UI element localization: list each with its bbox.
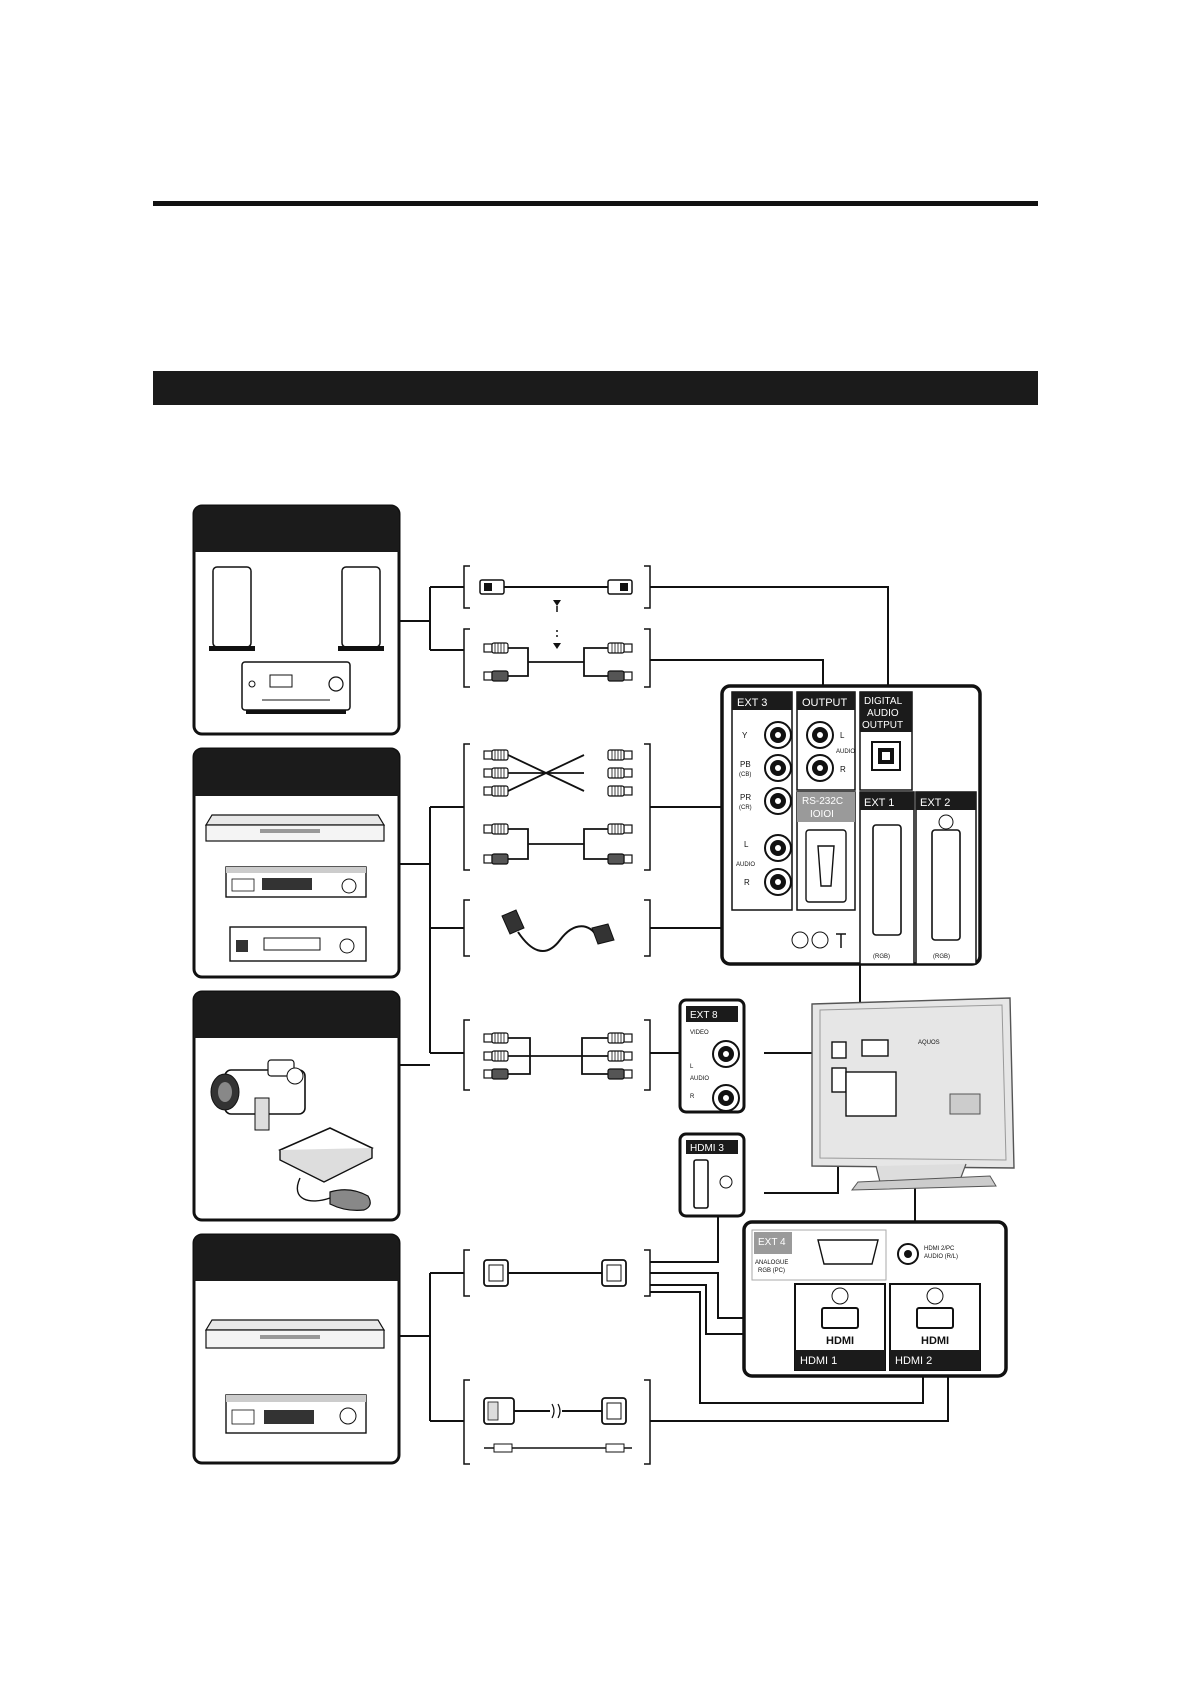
tv-rear-icon: AQUOS (811, 997, 1015, 1191)
composite-cable-icon (483, 1032, 633, 1080)
ext3-r-label: R (744, 878, 750, 887)
cable-brackets (463, 565, 651, 1465)
ext3-audio-label: AUDIO (736, 862, 755, 868)
rear-panel-main: EXT 3 Y PB (CB) PR (CR) L AUDIO R OUTPUT… (720, 684, 982, 966)
pr-label: PR (740, 793, 751, 802)
ext3-l-label: L (744, 840, 749, 849)
ext8-audio-label: AUDIO (690, 1076, 709, 1082)
digital-label-1: DIGITAL (864, 696, 903, 707)
vcr-icon (225, 866, 367, 898)
hdmi3-label: HDMI 3 (690, 1143, 724, 1154)
pb-sub-label: (CB) (739, 772, 751, 778)
dvd-recorder-icon-2 (204, 1319, 386, 1349)
rs232c-label: RS-232C (802, 796, 843, 807)
ext4-label: EXT 4 (758, 1237, 786, 1248)
ext3-label: EXT 3 (737, 697, 767, 709)
scart-cable-icon (501, 909, 615, 952)
component-cable-icon (483, 749, 633, 865)
analogue-label-1: ANALOGUE (755, 1260, 788, 1266)
dvi-hdmi-cable-icon (483, 1397, 632, 1453)
speakers-amplifier-icon (209, 566, 384, 714)
output-l-label: L (840, 731, 845, 740)
device-box-camcorder-game (192, 990, 401, 1222)
digital-label-2: AUDIO (867, 708, 899, 719)
digital-label-3: OUTPUT (862, 720, 903, 731)
section-header-bar (153, 371, 1038, 405)
pr-sub-label: (CR) (739, 805, 752, 811)
vcr-icon-2 (229, 926, 367, 962)
ext8-l-label: L (690, 1064, 694, 1070)
hdmi2pc-label-1: HDMI 2/PC (924, 1246, 955, 1252)
camcorder-icon (210, 1059, 306, 1131)
device-box-recorders (192, 747, 401, 979)
hdmi1-logo: HDMI (826, 1335, 854, 1347)
hdmi2-label: HDMI 2 (895, 1355, 932, 1367)
output-audio-label: AUDIO (836, 749, 855, 755)
ext1-rgb-label: (RGB) (873, 954, 890, 960)
ext8-label: EXT 8 (690, 1010, 718, 1021)
hdmi3-panel: HDMI 3 (678, 1132, 746, 1218)
device-box-audio (192, 504, 401, 736)
device-box-hdmi-sources (192, 1233, 401, 1465)
dvd-recorder-icon (204, 814, 386, 842)
pb-label: PB (740, 760, 751, 769)
rear-panel-bottom: EXT 4 ANALOGUE RGB (PC) HDMI 2/PC AUDIO … (742, 1220, 1008, 1378)
output-r-label: R (840, 765, 846, 774)
optical-cable-icon (479, 579, 633, 649)
ext1-label: EXT 1 (864, 797, 894, 809)
rca-cable-icon (483, 642, 633, 682)
rs232c-sub-label: IOIOI (810, 809, 834, 820)
ext8-panel: EXT 8 VIDEO L AUDIO R (678, 998, 746, 1114)
bd-player-icon (225, 1394, 367, 1434)
y-label: Y (742, 731, 748, 740)
ext8-video-label: VIDEO (690, 1030, 709, 1036)
hdmi-cable-icon (483, 1259, 627, 1287)
ext8-r-label: R (690, 1094, 695, 1100)
hdmi2-logo: HDMI (921, 1335, 949, 1347)
top-rule (153, 201, 1038, 206)
game-console-icon (278, 1127, 374, 1211)
output-label: OUTPUT (802, 697, 848, 709)
analogue-label-2: RGB (PC) (758, 1268, 785, 1274)
hdmi2pc-label-2: AUDIO (R/L) (924, 1254, 958, 1260)
ext2-label: EXT 2 (920, 797, 950, 809)
ext2-rgb-label: (RGB) (933, 954, 950, 960)
hdmi1-label: HDMI 1 (800, 1355, 837, 1367)
aquos-label: AQUOS (918, 1040, 940, 1046)
